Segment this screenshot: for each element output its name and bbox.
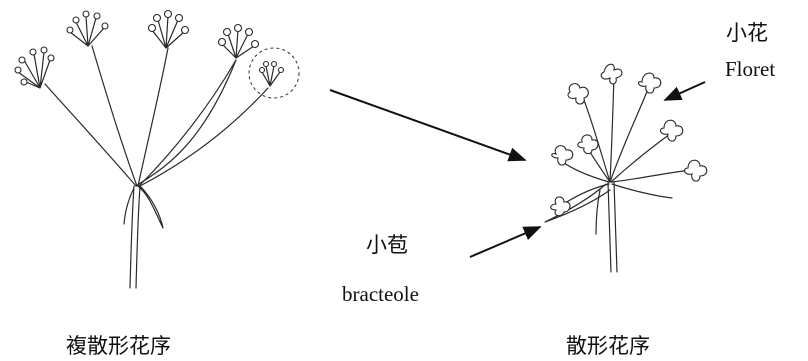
floret-pointer-arrow [665,82,705,100]
floret-upper-right [639,73,661,93]
floret-far-right [685,160,707,181]
bracteole-label-ja: 小苞 [366,233,408,257]
floret-inner [578,135,598,154]
simple-umbel-caption: 散形花序 [566,334,650,358]
floret-left [568,84,588,104]
umbellet-3 [149,11,189,49]
umbellet-1 [15,47,54,88]
umbellet-2 [67,11,108,46]
bracteole-pointer-arrow [470,227,540,257]
bracteole-label-en: bracteole [342,282,419,306]
floret-label-ja: 小花 [726,21,768,45]
floret-label-en: Floret [725,57,775,81]
connecting-arrow [330,90,525,160]
floret-left-mid [552,146,573,165]
compound-umbel-drawing [15,11,299,289]
floret-top [601,64,622,84]
compound-umbel-caption: 複散形花序 [66,334,171,358]
umbellet-5-highlighted [249,48,299,98]
umbellet-4 [219,25,259,59]
highlight-circle [249,48,299,98]
simple-umbel-drawing [545,64,707,272]
